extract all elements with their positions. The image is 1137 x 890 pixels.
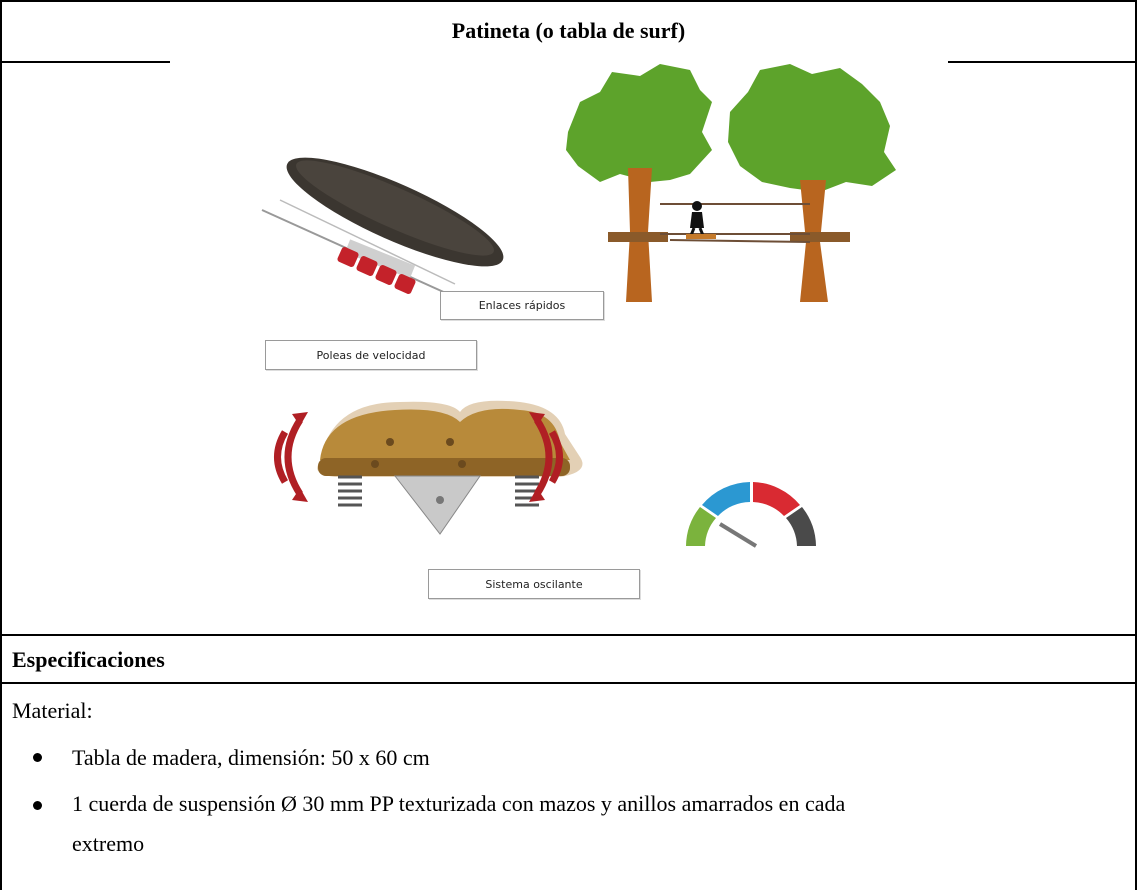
title-divider-right (948, 61, 1137, 63)
list-item-text-continued: extremo (72, 831, 145, 856)
bullet-icon (33, 801, 42, 810)
skateboard-on-cable-icon (261, 157, 504, 295)
table-title: Patineta (o tabla de surf) (451, 18, 686, 43)
list-item: Tabla de madera, dimensión: 50 x 60 cm (0, 736, 1137, 780)
label-quick-links: Enlaces rápidos (440, 291, 604, 320)
trees-zipline-icon (566, 64, 896, 302)
material-label: Material: (12, 698, 93, 723)
bullet-icon (33, 753, 42, 762)
material-list: Tabla de madera, dimensión: 50 x 60 cm 1… (0, 736, 1137, 868)
table-right-border (1135, 0, 1137, 890)
specifications-heading: Especificaciones (12, 647, 165, 672)
spec-bottom-border (0, 682, 1137, 684)
list-item-text: 1 cuerda de suspensión Ø 30 mm PP textur… (72, 791, 846, 816)
title-divider-left (0, 61, 170, 63)
list-item-text: Tabla de madera, dimensión: 50 x 60 cm (72, 745, 430, 770)
table-top-border (0, 0, 1137, 2)
list-item: 1 cuerda de suspensión Ø 30 mm PP textur… (0, 784, 1137, 864)
figure-bottom-border (0, 634, 1137, 636)
table-left-border (0, 0, 2, 890)
equipment-illustration: Enlaces rápidos Poleas de velocidad Sist… (0, 62, 1137, 634)
label-oscillating-system: Sistema oscilante (428, 569, 640, 599)
speed-gauge-icon (686, 482, 816, 548)
label-speed-pulleys: Poleas de velocidad (265, 340, 477, 370)
oscillating-board-icon (274, 400, 583, 535)
